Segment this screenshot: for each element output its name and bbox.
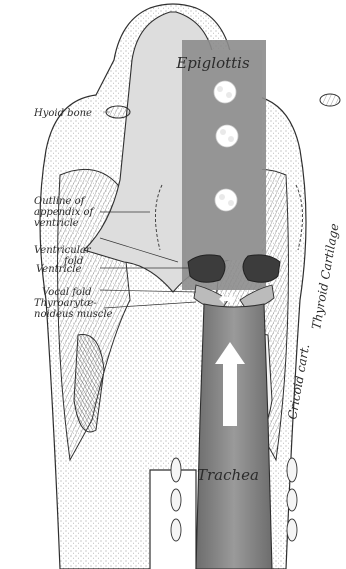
hyoid-bone-right xyxy=(320,94,340,106)
trachea-label: Trachea xyxy=(197,466,259,484)
tracheal-ring xyxy=(287,458,297,482)
tracheal-ring xyxy=(171,458,181,482)
food-bolus-icon xyxy=(215,189,237,211)
ventricle-left xyxy=(188,255,225,282)
trachea-lumen xyxy=(196,304,272,569)
thyroid-cartilage-label: Thyroid Cartilage xyxy=(309,222,341,330)
food-bolus-icon xyxy=(214,81,236,103)
epiglottis-label: Epiglottis xyxy=(175,54,250,72)
ventricle-right xyxy=(243,255,280,282)
tracheal-ring xyxy=(171,489,181,511)
tracheal-ring xyxy=(287,519,297,541)
hyoid-bone-label: Hyoid bone xyxy=(33,108,92,119)
food-bolus-icon xyxy=(216,125,238,147)
tracheal-ring xyxy=(171,519,181,541)
ventricle-label: Ventricle xyxy=(36,264,81,275)
vocal-fold-label: Vocal fold xyxy=(42,287,92,298)
tracheal-ring xyxy=(287,489,297,511)
